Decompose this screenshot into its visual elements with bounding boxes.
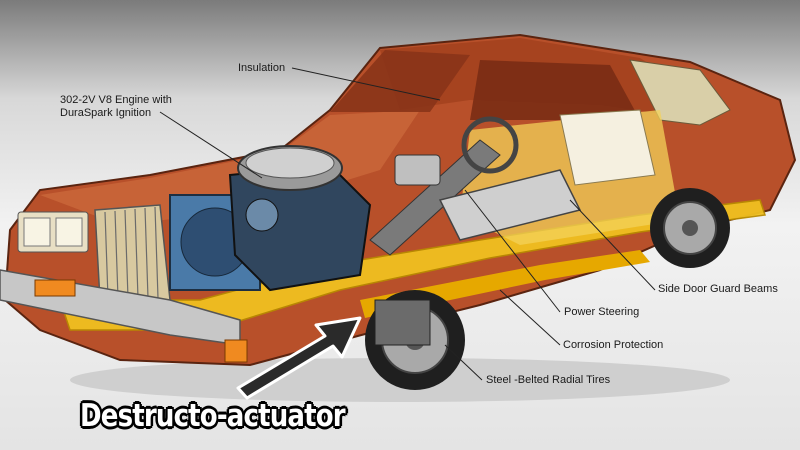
pointer-arrow <box>236 316 362 400</box>
windshield <box>330 50 470 112</box>
callout-engine-line2: DuraSpark Ignition <box>60 107 152 119</box>
callout-side-door-guard-beams: Side Door Guard Beams <box>658 283 778 295</box>
parking-light <box>34 279 76 297</box>
rear-wheel <box>650 188 730 268</box>
opera-window <box>629 59 731 126</box>
side-marker-light <box>224 339 248 363</box>
callout-insulation: Insulation <box>238 62 286 74</box>
headlight-right <box>55 217 83 247</box>
alternator <box>245 198 279 232</box>
callout-corrosion-protection: Corrosion Protection <box>563 339 664 351</box>
steering-wheel <box>461 116 519 174</box>
brake-booster <box>394 154 441 186</box>
leader-lines <box>159 67 656 381</box>
hood-panel <box>40 110 420 225</box>
rear-seat <box>559 109 656 186</box>
destructo-actuator-caption: Destructo-actuator <box>80 398 346 434</box>
callout-power-steering: Power Steering <box>564 306 640 318</box>
brake-rotor-assembly <box>374 299 431 346</box>
callout-engine-line1: 302-2V V8 Engine with <box>60 94 172 106</box>
side-window <box>470 60 640 120</box>
grille-bars <box>104 206 159 299</box>
headlight-left <box>23 217 51 247</box>
air-cleaner-lid <box>245 147 335 179</box>
steering-column <box>369 139 501 256</box>
callout-steel-belted-radial-tires: Steel -Belted Radial Tires <box>486 374 611 386</box>
